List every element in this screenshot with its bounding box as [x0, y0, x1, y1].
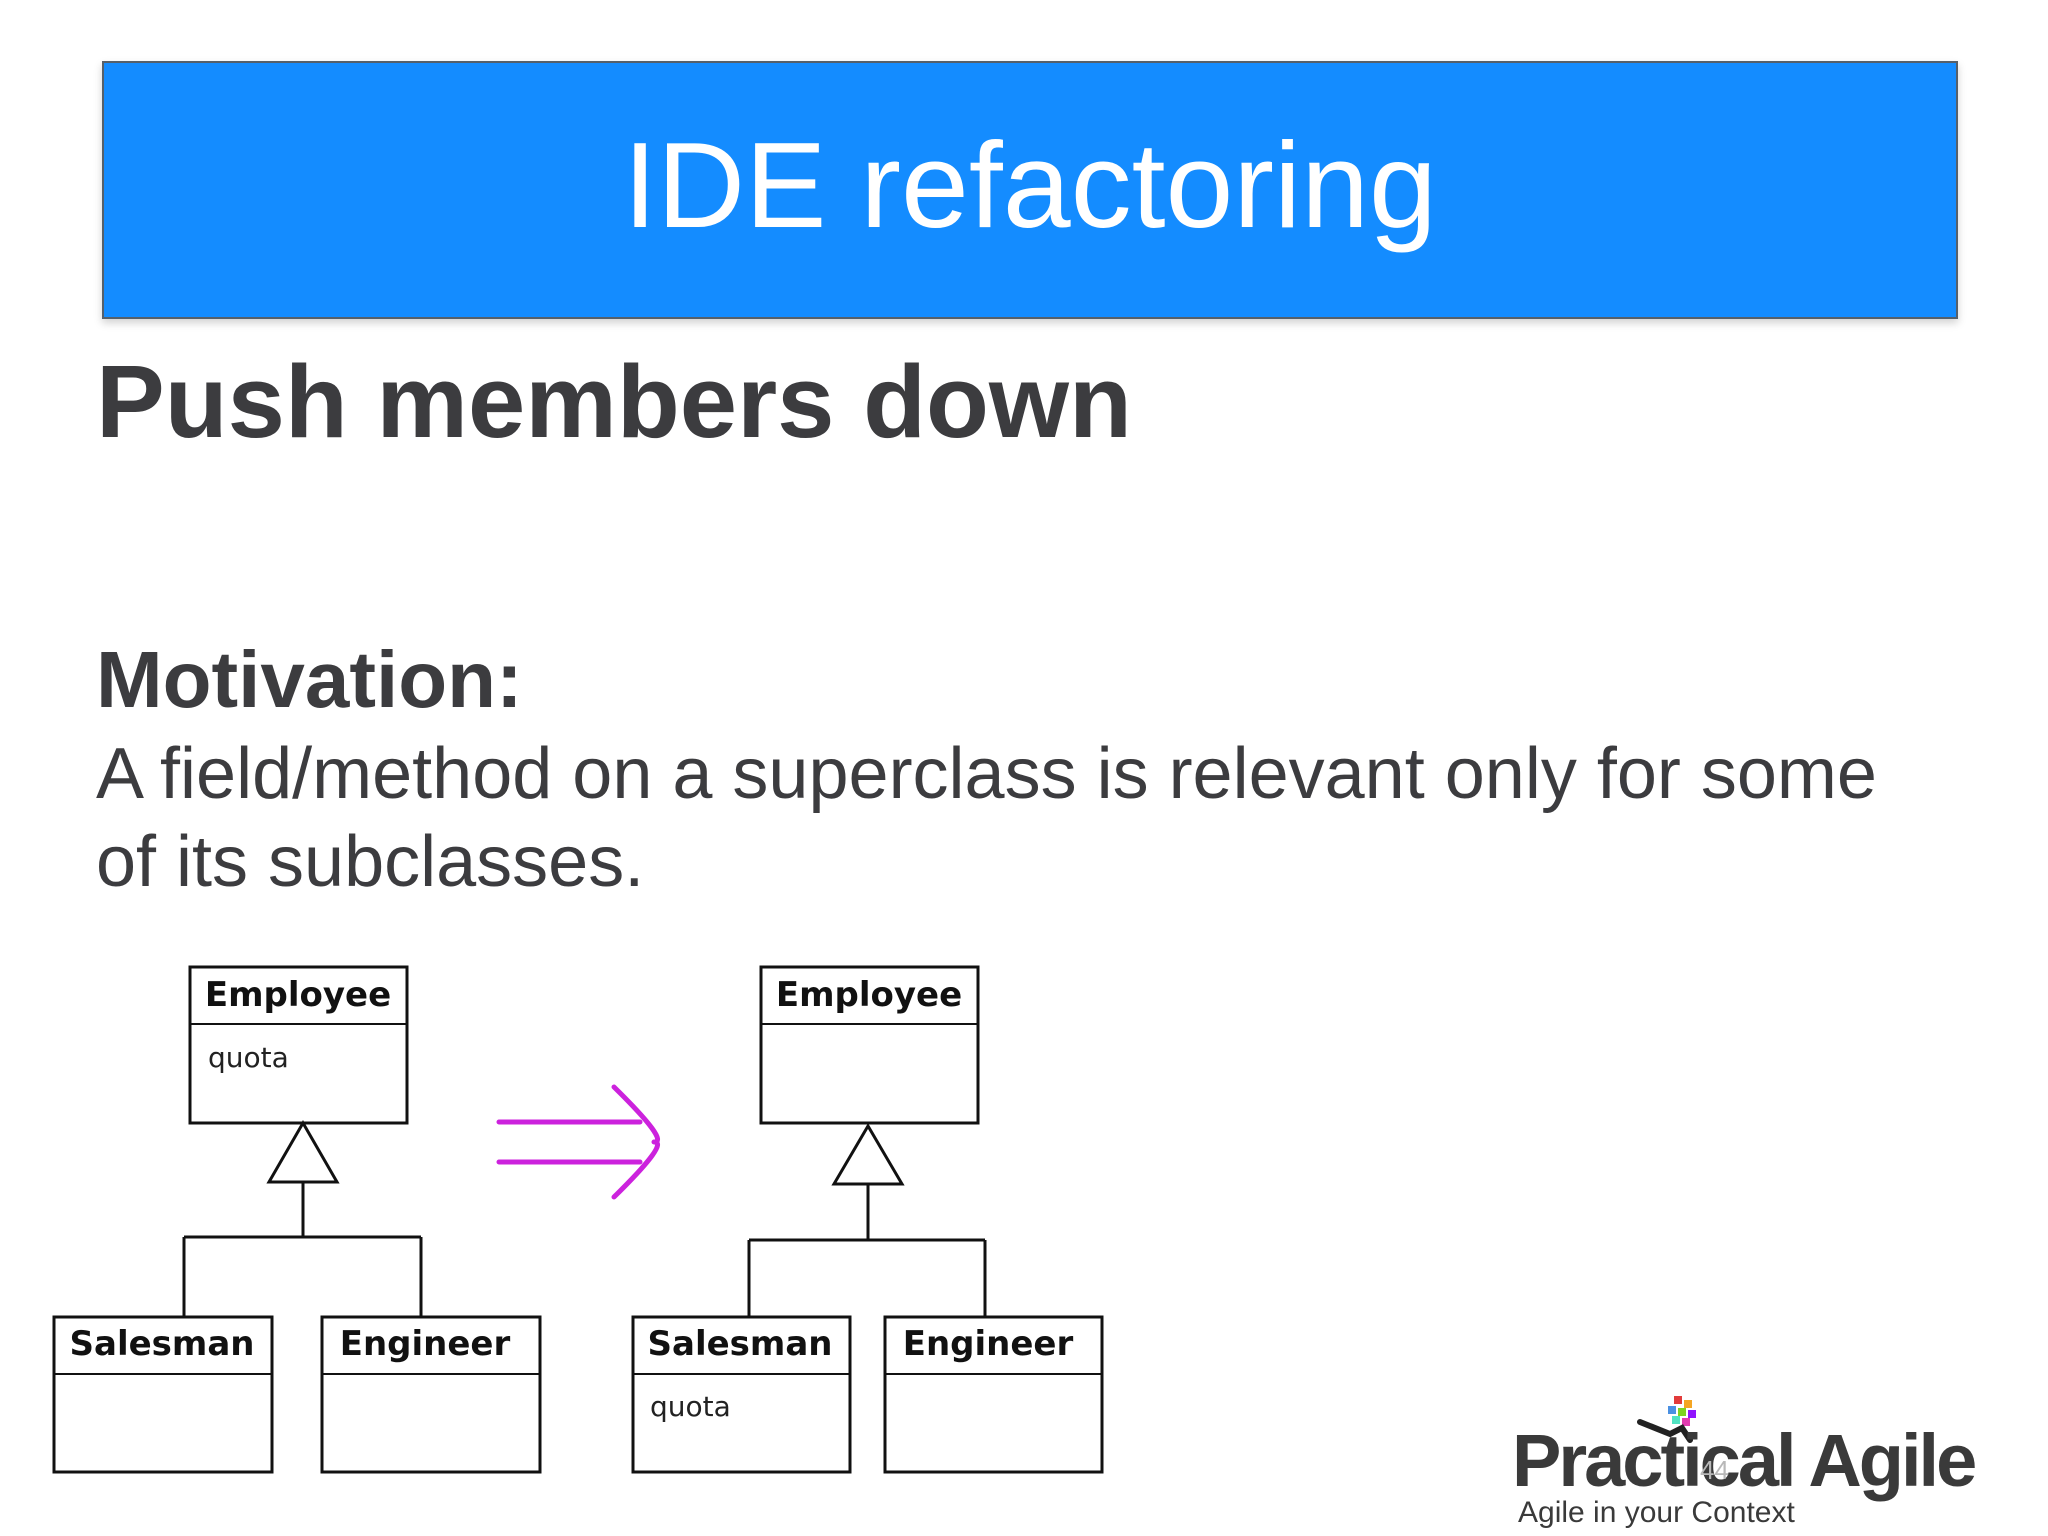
logo-mark-icon [1637, 1396, 1696, 1443]
after-subclass-salesman-attribute: quota [650, 1390, 731, 1423]
title-banner: IDE refactoring [102, 61, 1958, 319]
after-subclass-engineer-box: Engineer [883, 1315, 1104, 1474]
before-superclass-name: Employee [205, 975, 391, 1015]
practical-agile-logo: Practical Agile Agile in your Context [1512, 1390, 1977, 1530]
after-subclass-salesman-box: Salesman quota [631, 1315, 852, 1474]
slide-title: IDE refactoring [623, 117, 1437, 253]
after-subclass-salesman-name: Salesman [648, 1324, 833, 1364]
transform-arrow [496, 1084, 661, 1200]
before-subclass-salesman-name: Salesman [70, 1324, 255, 1364]
before-inheritance-connector [182, 1119, 423, 1317]
after-inheritance-connector [747, 1123, 987, 1317]
before-subclass-engineer-name: Engineer [340, 1324, 511, 1364]
before-subclass-salesman-box: Salesman [52, 1315, 274, 1474]
after-superclass-box: Employee [759, 965, 980, 1125]
logo-tagline: Agile in your Context [1518, 1496, 1795, 1529]
motivation-heading: Motivation: [96, 635, 523, 724]
before-superclass-box: Employee quota [188, 965, 409, 1125]
before-superclass-attribute: quota [208, 1041, 289, 1074]
motivation-text: A field/method on a superclass is releva… [96, 734, 1877, 902]
before-subclass-engineer-box: Engineer [320, 1315, 542, 1474]
slide-subtitle: Push members down [96, 344, 1132, 459]
after-subclass-engineer-name: Engineer [903, 1324, 1074, 1364]
logo-word: Practical Agile [1512, 1419, 1977, 1502]
after-superclass-name: Employee [776, 975, 962, 1015]
page-number: 44 [1700, 1455, 1729, 1485]
